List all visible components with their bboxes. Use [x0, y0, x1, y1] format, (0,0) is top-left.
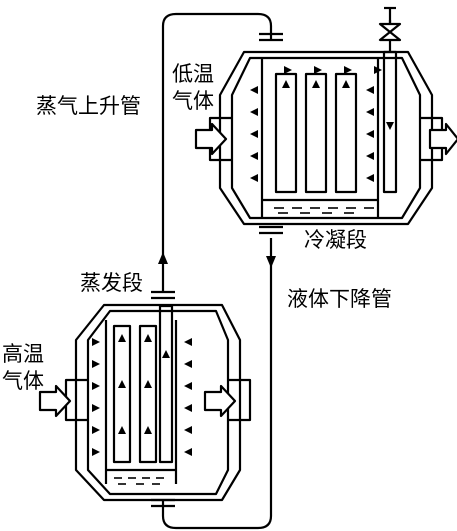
evaporator-inner-shell: [88, 311, 228, 494]
evaporator-flow-arrows: [92, 334, 192, 456]
low-temp-gas-outlet-arrow: [430, 124, 457, 154]
evaporator-shell: [76, 305, 240, 500]
high-temp-gas-label-line2: 气体: [2, 369, 44, 393]
condensing-section-label: 冷凝段: [304, 228, 367, 252]
downcomer-down-arrow: [266, 256, 276, 268]
evaporator-unit: [40, 305, 250, 500]
high-temp-gas-label-line1: 高温: [2, 342, 44, 366]
condenser-flow-arrows: [250, 66, 394, 182]
vapor-riser-label: 蒸气上升管: [36, 94, 141, 118]
high-temp-gas-inlet-arrow: [40, 386, 70, 416]
liquid-downcomer-pipe: [163, 238, 271, 528]
condenser-shell: [220, 52, 432, 224]
vapor-riser-pipe: [163, 14, 271, 292]
low-temp-gas-label-line2: 气体: [172, 89, 214, 113]
vent-valve-icon: [380, 24, 400, 40]
evaporating-section-label: 蒸发段: [80, 271, 143, 295]
high-temp-gas-outlet-arrow: [205, 386, 235, 416]
riser-up-arrow: [158, 252, 168, 264]
pipe-flanges: [151, 34, 283, 506]
liquid-downcomer-label: 液体下降管: [287, 287, 392, 311]
condenser-inner-shell: [232, 58, 420, 218]
low-temp-gas-inlet-arrow: [196, 124, 226, 154]
low-temp-gas-label-line1: 低温: [172, 62, 214, 86]
condenser-unit: [196, 8, 457, 224]
